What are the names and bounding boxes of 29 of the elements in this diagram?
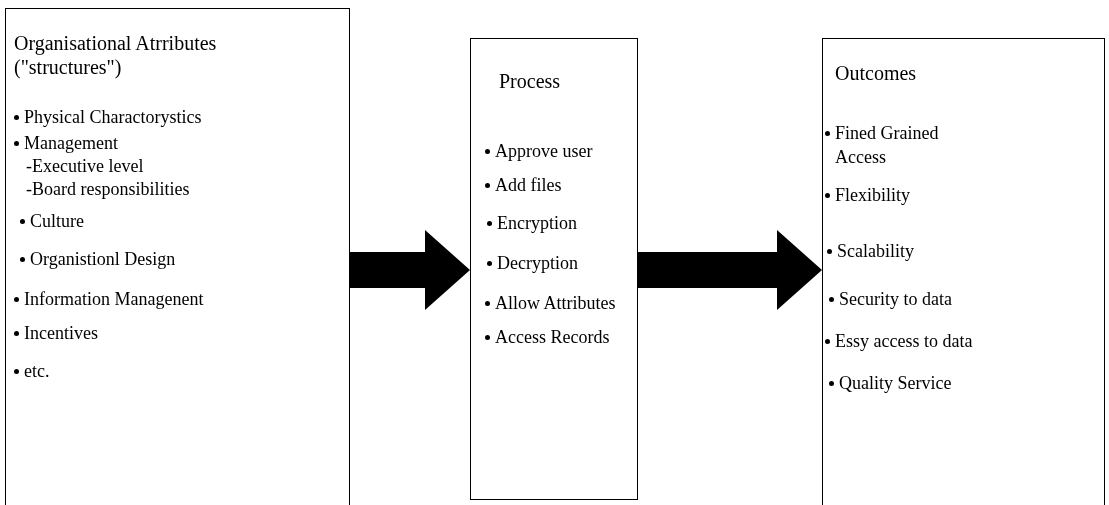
list-item: Information Managenent	[24, 288, 204, 311]
list-item: Approve user	[495, 140, 593, 163]
list-item: etc.	[24, 360, 50, 383]
list-item: Encryption	[497, 212, 577, 235]
list-item: -Executive level	[26, 155, 144, 178]
box-heading: Process	[499, 69, 561, 93]
list-item: Essy access to data	[835, 330, 973, 353]
list-item: Culture	[30, 210, 84, 233]
list-item: Organistionl Design	[30, 248, 176, 271]
box-heading: Organisational Atrributes ("structures")	[14, 31, 218, 79]
list-item: -Board responsibilities	[26, 178, 190, 201]
list-item: Security to data	[839, 288, 952, 311]
box-heading: Outcomes	[835, 61, 917, 85]
block-arrow	[350, 230, 470, 310]
list-item: Scalability	[837, 240, 914, 263]
list-item: Quality Service	[839, 372, 952, 395]
list-item: Access Records	[495, 326, 610, 349]
list-item: Management	[24, 132, 118, 155]
list-item: Fined Grained Access	[835, 122, 940, 169]
text-box	[822, 38, 1105, 505]
text-box	[5, 8, 350, 505]
block-arrow	[638, 230, 822, 310]
list-item: Add files	[495, 174, 562, 197]
list-item: Physical Charactorystics	[24, 106, 202, 129]
list-item: Decryption	[497, 252, 578, 275]
list-item: Incentives	[24, 322, 98, 345]
list-item: Allow Attributes	[495, 292, 616, 315]
list-item: Flexibility	[835, 184, 910, 207]
text-box	[470, 38, 638, 500]
